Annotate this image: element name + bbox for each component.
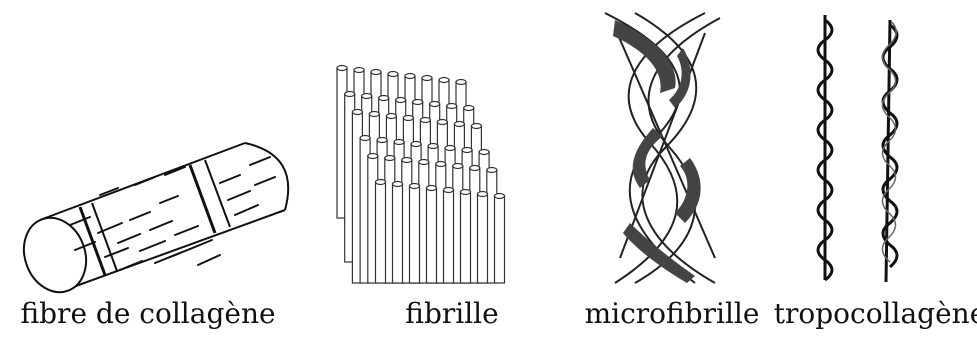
caption-microfibrille: microfibrille (585, 297, 760, 330)
fibril-cylinder (444, 188, 454, 284)
fibril-cylinder (461, 190, 471, 284)
fibril-cylinder (393, 182, 403, 284)
fibril-cylinder (427, 186, 437, 284)
fibril-cylinder (410, 184, 420, 284)
fibril-cylinder (478, 192, 488, 284)
fibril-array-block-icon (330, 38, 575, 288)
fibril-cylinder (376, 180, 386, 284)
caption-fibre: fibre de collagène (20, 297, 275, 330)
caption-tropocollagene: tropocollagène (774, 297, 977, 330)
caption-fibrille: fibrille (405, 297, 498, 330)
triple-helix-strands-icon (800, 10, 910, 290)
collagen-fiber-bundle-icon (0, 125, 300, 300)
twisted-microfibril-icon (595, 8, 725, 288)
fibril-cylinder (495, 194, 505, 284)
